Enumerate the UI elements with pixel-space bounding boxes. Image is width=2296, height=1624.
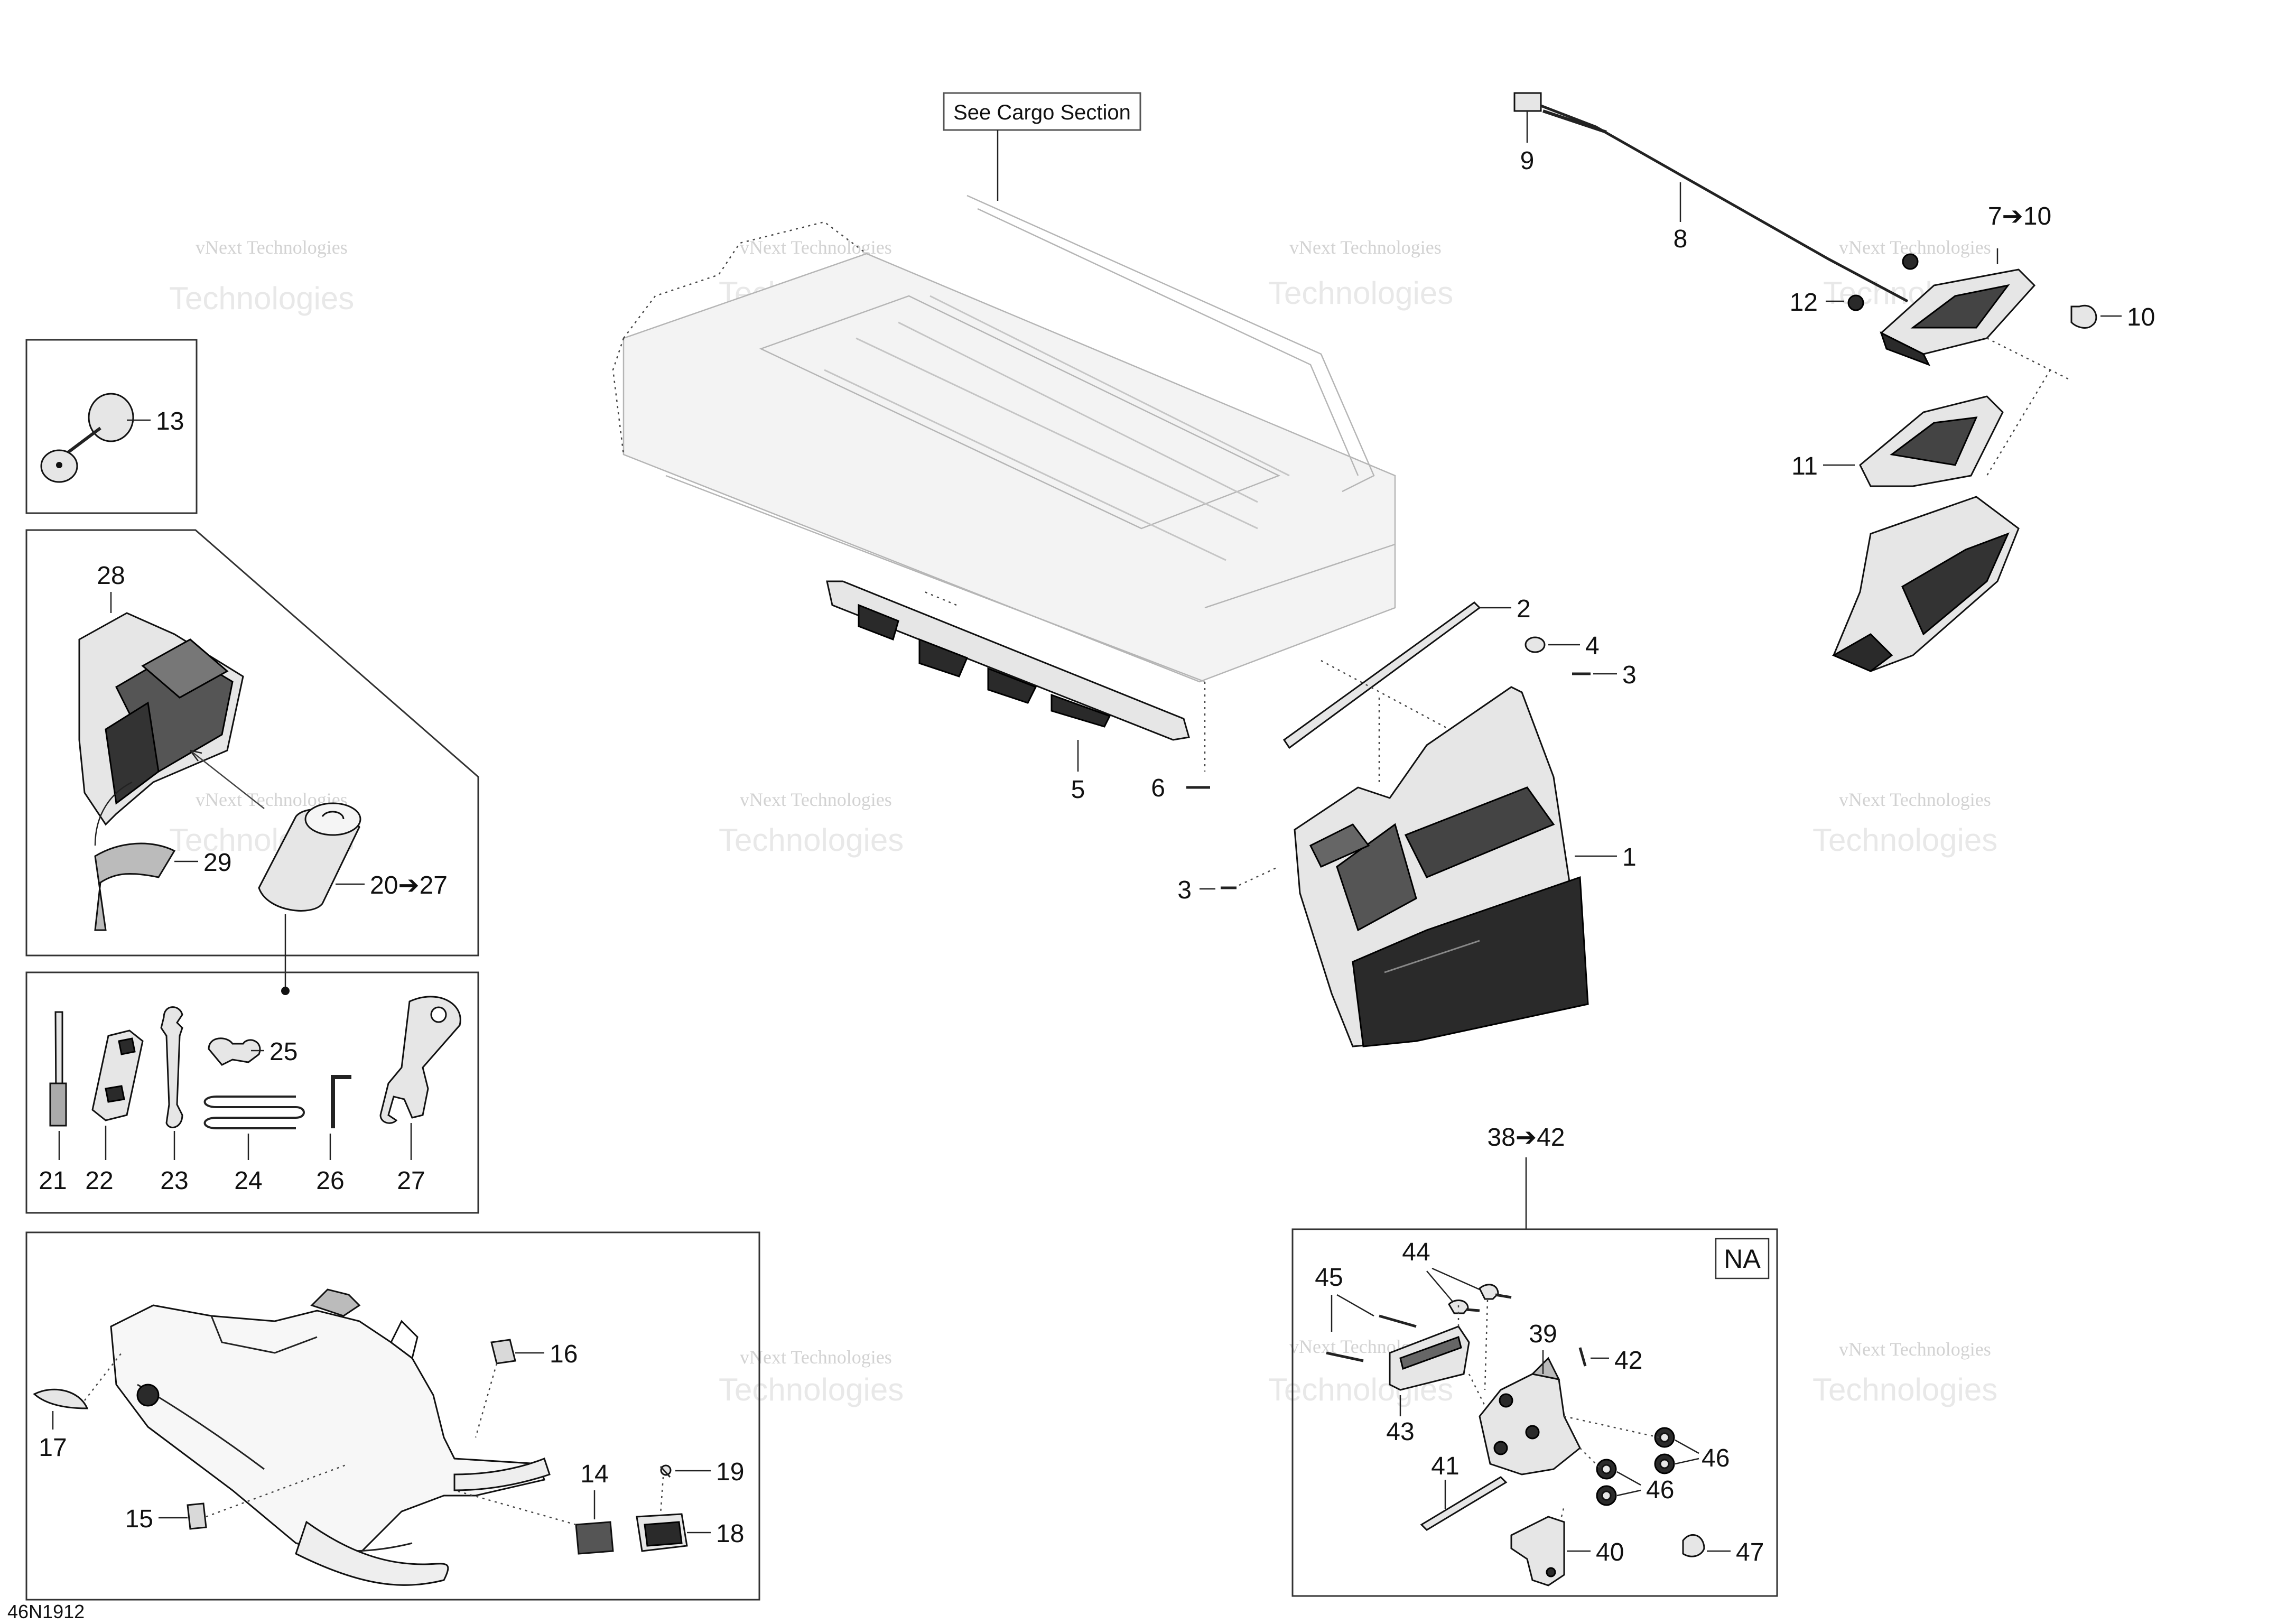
callout-40: 40 xyxy=(1596,1538,1624,1566)
callout-20-27: 20➔27 xyxy=(370,871,448,899)
callout-28: 28 xyxy=(97,562,125,590)
part-6-screw: 6 xyxy=(1151,682,1210,802)
callout-11: 11 xyxy=(1791,452,1818,480)
callout-7-10: 7➔10 xyxy=(1988,202,2051,230)
cargo-section-note: See Cargo Section xyxy=(943,92,1141,201)
callout-16: 16 xyxy=(550,1340,578,1368)
watermark-text: vNext Technologies xyxy=(1289,237,1442,258)
callout-12: 12 xyxy=(1790,289,1818,317)
callout-22: 22 xyxy=(85,1167,113,1195)
watermark-text: vNext Technologies xyxy=(1839,1339,1991,1360)
watermark-text: Technologies xyxy=(719,822,904,858)
watermark-text: vNext Technologies xyxy=(1839,789,1991,810)
watermark-text: Technologies xyxy=(1812,1372,1997,1407)
callout-25: 25 xyxy=(269,1038,298,1066)
callout-45: 45 xyxy=(1315,1264,1343,1292)
callout-18: 18 xyxy=(716,1520,744,1548)
taillight-bracket-illustration xyxy=(1832,496,2020,672)
part-3-screw-top: 3 xyxy=(1572,661,1637,689)
box-part-13: 13 xyxy=(25,339,198,514)
callout-3a: 3 xyxy=(1622,661,1637,689)
watermark-text: Technologies xyxy=(719,1372,904,1407)
part-12-grommet: 12 xyxy=(1790,289,1864,317)
callout-4: 4 xyxy=(1585,632,1600,660)
part-2-mounting-bar: 2 xyxy=(1282,595,1531,749)
watermark-text: Technologies xyxy=(1268,275,1453,311)
part-10-bulb: 10 xyxy=(2070,303,2155,331)
part-3-screw-lower: 3 xyxy=(1177,866,1279,904)
callout-13: 13 xyxy=(156,407,184,435)
watermark-text: vNext Technologies xyxy=(196,237,348,258)
callout-8: 8 xyxy=(1674,225,1688,253)
part-8-wiring-harness: 8 xyxy=(1540,104,1909,303)
cargo-section-label: See Cargo Section xyxy=(953,101,1131,124)
callout-39: 39 xyxy=(1529,1320,1557,1348)
box-parts-20-29: 28 29 20➔27 xyxy=(25,529,479,995)
part-1-snow-flap: 1 xyxy=(1294,686,1637,1047)
callout-42: 42 xyxy=(1614,1347,1642,1375)
callout-38-42: 38➔42 xyxy=(1488,1124,1565,1152)
box-labels-decals: 16 17 15 14 18 19 xyxy=(25,1231,760,1601)
callout-21: 21 xyxy=(39,1167,67,1195)
callout-23: 23 xyxy=(160,1167,188,1195)
watermark-text: Technologies xyxy=(169,281,354,316)
callout-44: 44 xyxy=(1402,1238,1430,1266)
watermarks: Technologies vNext Technologies Technolo… xyxy=(169,237,2008,1407)
callout-6: 6 xyxy=(1151,774,1165,802)
region-badge-na: NA xyxy=(1724,1244,1761,1274)
callout-24: 24 xyxy=(234,1167,262,1195)
part-11-taillight-housing: 11 xyxy=(1791,395,2004,487)
drawing-code: 46N1912 xyxy=(7,1601,85,1622)
callout-26: 26 xyxy=(316,1167,344,1195)
callout-43: 43 xyxy=(1386,1418,1414,1446)
callout-46a: 46 xyxy=(1702,1444,1730,1472)
watermark-text: Technologies xyxy=(1812,822,1997,858)
callout-27: 27 xyxy=(397,1167,425,1195)
box-tool-kit: 21 22 23 24 25 26 27 xyxy=(25,971,479,1214)
part-9-connector: 9 xyxy=(1513,92,1542,175)
watermark-text: vNext Technologies xyxy=(740,789,892,810)
part-7-taillight: 7➔10 xyxy=(1880,202,2051,366)
callout-29: 29 xyxy=(203,849,231,877)
part-4-washer: 4 xyxy=(1525,632,1600,660)
callout-2: 2 xyxy=(1517,595,1531,623)
callout-1: 1 xyxy=(1622,843,1637,871)
callout-15: 15 xyxy=(125,1505,153,1533)
callout-46b: 46 xyxy=(1646,1476,1674,1504)
box-na-hitch-assembly: 38➔42 NA 44 45 43 39 42 xyxy=(1291,1124,1778,1597)
cargo-rack-illustration xyxy=(612,194,1396,683)
callout-14: 14 xyxy=(580,1460,608,1488)
callout-10: 10 xyxy=(2127,303,2155,331)
callout-9: 9 xyxy=(1520,147,1535,175)
callout-19: 19 xyxy=(716,1458,744,1486)
callout-41: 41 xyxy=(1431,1452,1459,1480)
callout-3b: 3 xyxy=(1177,876,1192,904)
callout-17: 17 xyxy=(39,1434,67,1462)
callout-47: 47 xyxy=(1736,1538,1764,1566)
watermark-text: vNext Technologies xyxy=(740,1347,892,1368)
callout-5: 5 xyxy=(1071,776,1085,804)
part-5-reflector-strip: 5 xyxy=(826,580,1190,804)
watermark-text: vNext Technologies xyxy=(1839,237,1991,258)
